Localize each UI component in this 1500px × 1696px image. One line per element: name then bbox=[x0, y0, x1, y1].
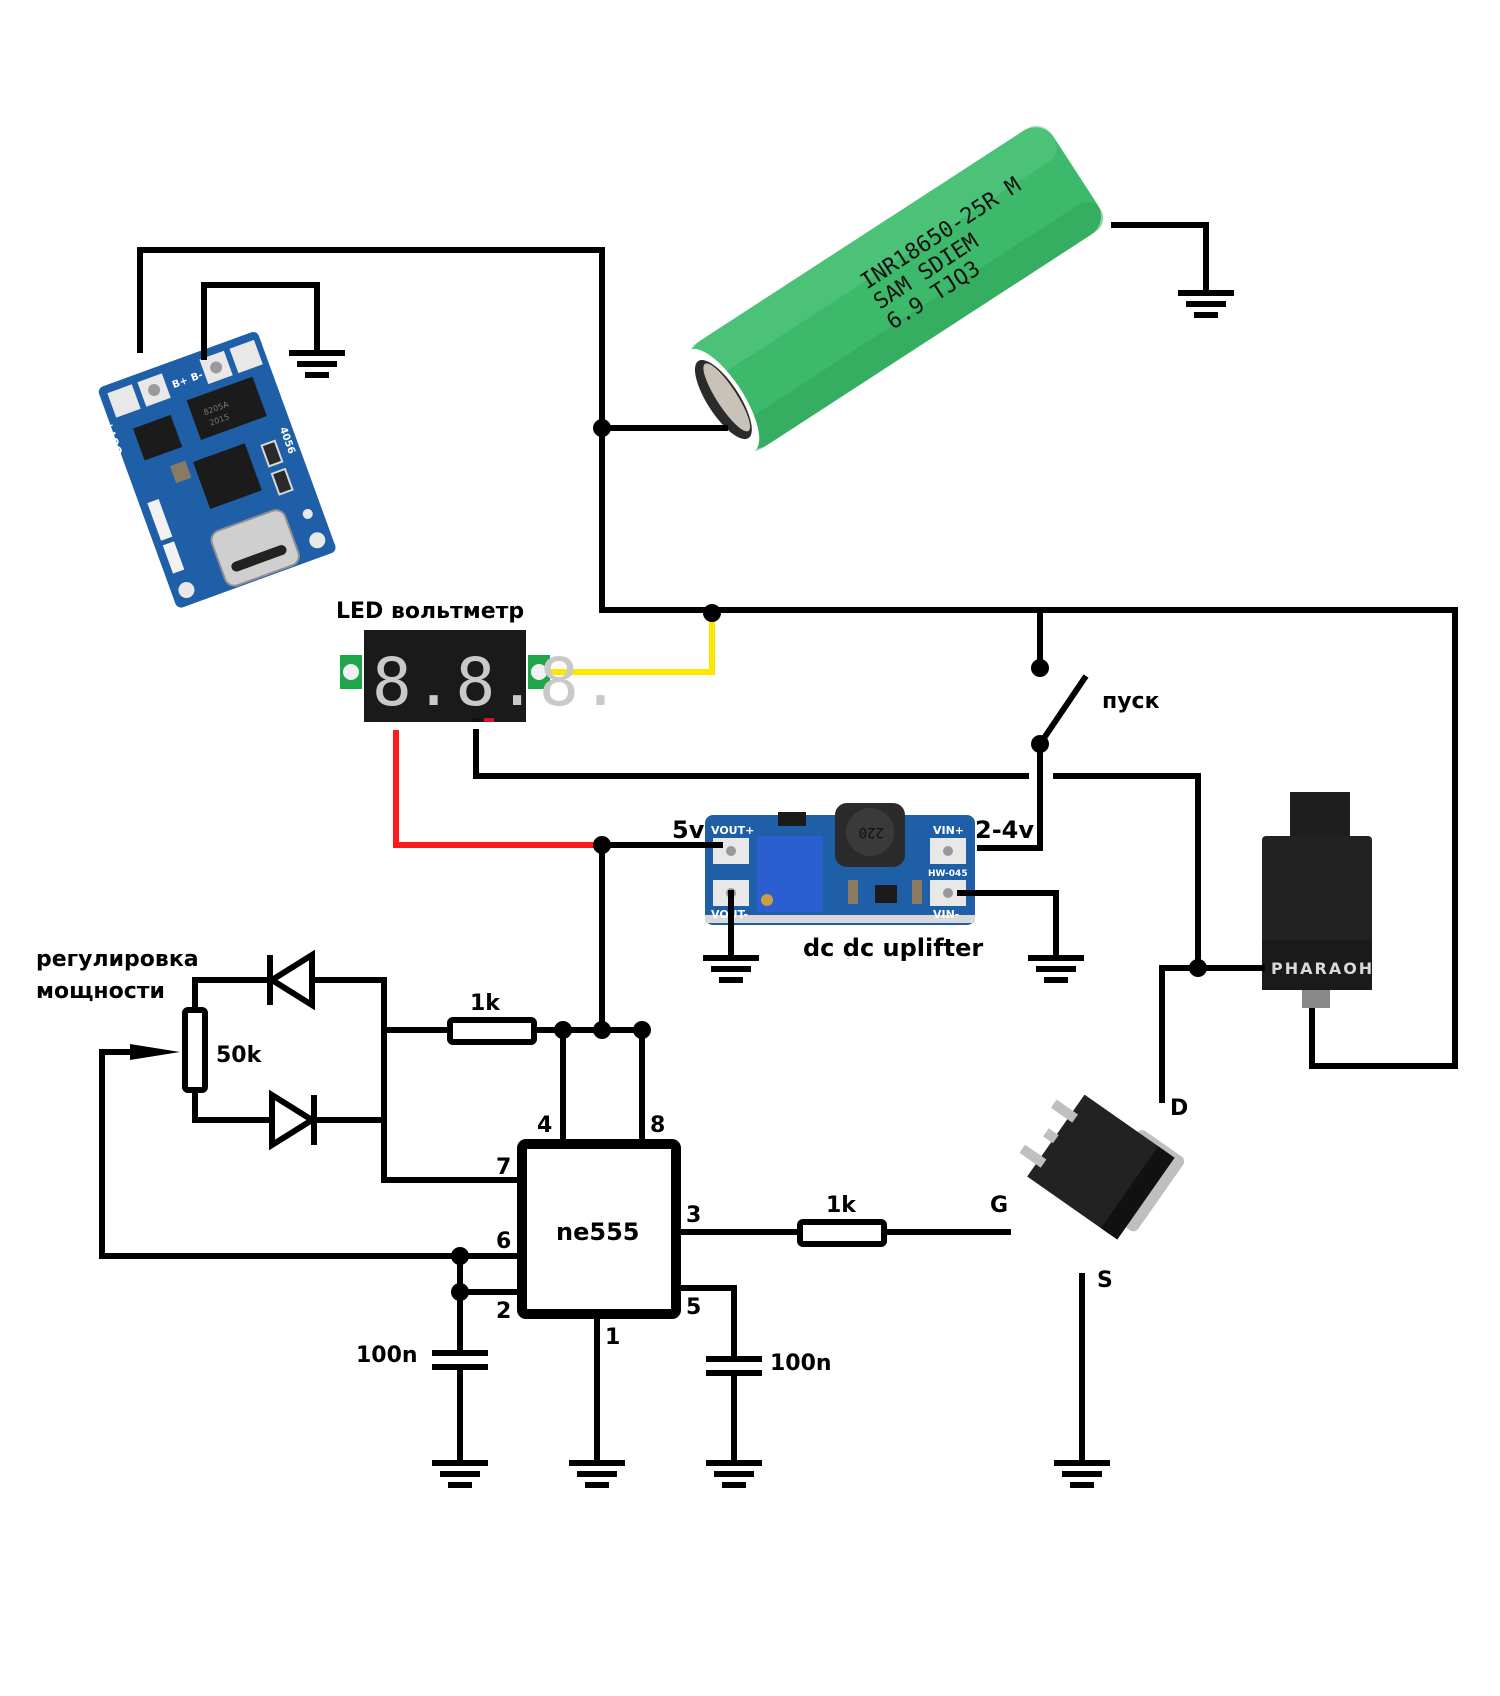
junction-battery bbox=[593, 419, 611, 437]
pad-out-minus bbox=[229, 339, 263, 374]
ground-icon-boost-in bbox=[1028, 955, 1084, 983]
boost-converter: 220 VOUT+ VOUT- VIN+ VIN- HW-045 bbox=[705, 803, 975, 925]
wire-voltmeter-ground bbox=[473, 729, 1029, 779]
silk-hw045: HW-045 bbox=[928, 869, 968, 879]
wire-ground-to-drain bbox=[1053, 773, 1201, 971]
boost-output-voltage-label: 5v bbox=[672, 816, 705, 844]
wire-wiper-to-pin6 bbox=[99, 1049, 463, 1259]
wire-diodes-to-pin7 bbox=[309, 977, 521, 1183]
cap-timing-value: 100n bbox=[356, 1343, 418, 1368]
battery-body bbox=[689, 127, 1101, 449]
battery-18650: INR18650-25R M SAM SDIEM 6.9 TJQ3 bbox=[684, 125, 1104, 453]
atomizer: PHARAOH bbox=[1262, 792, 1374, 1008]
wire-battery-minus bbox=[1111, 222, 1209, 293]
switch-lever[interactable] bbox=[1037, 674, 1089, 746]
mosfet bbox=[1019, 1094, 1185, 1240]
cap-control-plate-top bbox=[706, 1356, 762, 1362]
boost-input-voltage-label: 2-4v bbox=[975, 816, 1034, 844]
voltmeter-body bbox=[364, 630, 526, 722]
pin-4-label: 4 bbox=[537, 1113, 552, 1138]
mosfet-source-leg bbox=[1019, 1144, 1047, 1168]
silk-b-minus: B- bbox=[190, 370, 205, 384]
ic-ne555 bbox=[517, 1139, 681, 1319]
diode-upper bbox=[266, 949, 315, 1011]
junction-atomizer bbox=[1189, 959, 1207, 977]
wire-vin-minus-ground bbox=[957, 890, 1059, 958]
switch-label: пуск bbox=[1102, 689, 1160, 714]
pin-1-label: 1 bbox=[605, 1325, 620, 1350]
diode-lower bbox=[269, 1089, 318, 1151]
wire-voltmeter-power bbox=[393, 730, 602, 848]
atomizer-drip-tip bbox=[1290, 792, 1350, 842]
pad-out-plus bbox=[107, 384, 141, 418]
mosfet-drain-label: D bbox=[1170, 1096, 1188, 1121]
ground-icon-boost-out bbox=[703, 955, 759, 983]
battery-positive-terminal bbox=[703, 363, 751, 432]
atomizer-510-pin bbox=[1302, 990, 1330, 1008]
switch-start[interactable] bbox=[1031, 659, 1089, 753]
resistor-1k-gate-value: 1k bbox=[826, 1193, 857, 1218]
pin-8-label: 8 bbox=[650, 1113, 665, 1138]
silk-vin-plus: VIN+ bbox=[933, 824, 964, 837]
wire-charger-to-ground bbox=[201, 282, 320, 360]
potentiometer-value: 50k bbox=[216, 1043, 263, 1068]
potentiometer-50k[interactable] bbox=[130, 1007, 208, 1093]
pin-6-label: 6 bbox=[496, 1229, 511, 1254]
pin-7-label: 7 bbox=[496, 1155, 511, 1180]
mosfet-source-label: S bbox=[1097, 1268, 1113, 1293]
potentiometer-label-line1: регулировка bbox=[36, 947, 199, 972]
ground-icon-timing-cap bbox=[432, 1460, 488, 1488]
junction-vcc bbox=[593, 1021, 611, 1039]
pin-3-label: 3 bbox=[686, 1203, 701, 1228]
ground-icon-control-cap bbox=[706, 1460, 762, 1488]
led-voltmeter: 8.8.8. bbox=[340, 630, 622, 722]
ic-name: ne555 bbox=[556, 1218, 639, 1246]
mosfet-gate-label: G bbox=[990, 1193, 1008, 1218]
cap-timing-plate-top bbox=[432, 1350, 488, 1356]
wire-main-positive-rail bbox=[599, 607, 1458, 1069]
chip-8205a bbox=[186, 376, 267, 440]
wire-pin5 bbox=[677, 1285, 737, 1359]
resistor-1k-discharge-value: 1k bbox=[470, 991, 501, 1016]
junction-voltmeter bbox=[703, 604, 721, 622]
silk-b-plus: B+ bbox=[171, 375, 190, 391]
resistor-1k-gate bbox=[797, 1219, 887, 1247]
ground-icon-charger bbox=[289, 350, 345, 378]
silk-vout-plus: VOUT+ bbox=[711, 824, 754, 837]
mosfet-gate-leg bbox=[1050, 1099, 1078, 1123]
pin-5-label: 5 bbox=[686, 1295, 701, 1320]
wire-pot-bottom-to-diode bbox=[192, 1087, 275, 1123]
ground-icon-mosfet-source bbox=[1054, 1460, 1110, 1488]
potentiometer-body bbox=[182, 1007, 208, 1093]
charger-module: 8205A 2015 OUT+ B+ B- OUT- 4056 bbox=[98, 331, 336, 608]
switch-contact-top bbox=[1031, 659, 1049, 677]
resistor-1k-discharge bbox=[447, 1017, 537, 1045]
pin-2-label: 2 bbox=[496, 1299, 511, 1324]
wire-pot-top-to-diode bbox=[192, 977, 273, 1013]
chip-u2 bbox=[132, 414, 183, 461]
atomizer-brand: PHARAOH bbox=[1271, 959, 1374, 978]
wire-voltmeter-signal bbox=[550, 612, 715, 675]
potentiometer-label-line2: мощности bbox=[36, 979, 165, 1004]
boost-converter-label: dc dc uplifter bbox=[803, 934, 983, 962]
cap-control-value: 100n bbox=[770, 1351, 832, 1376]
wire-switch-to-boost-vin bbox=[977, 741, 1043, 851]
voltmeter-label: LED вольтметр bbox=[336, 599, 524, 624]
inductor-marking: 220 bbox=[859, 824, 884, 840]
chip-4056 bbox=[193, 443, 262, 510]
voltmeter-display: 8.8.8. bbox=[372, 644, 622, 721]
ground-icon-battery bbox=[1178, 290, 1234, 318]
potentiometer-wiper-arrow-icon[interactable] bbox=[130, 1044, 180, 1060]
wire-atomizer-to-drain bbox=[1159, 965, 1265, 1103]
silk-vin-minus: VIN- bbox=[933, 908, 959, 921]
ground-icon-ic-pin1 bbox=[569, 1460, 625, 1488]
